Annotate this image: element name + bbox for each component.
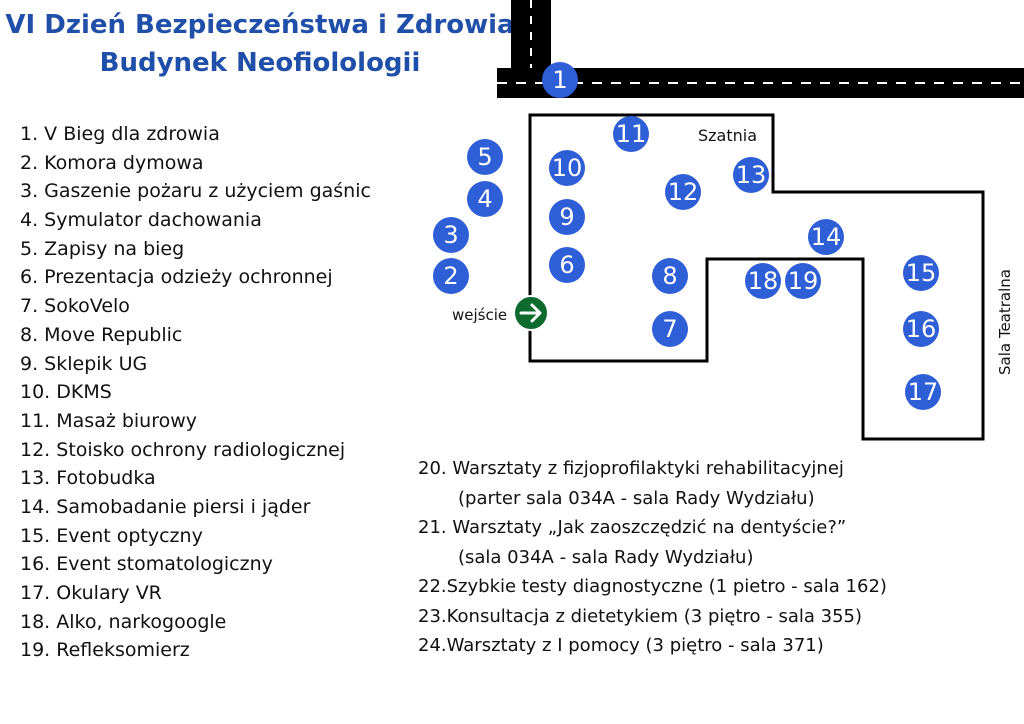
station-marker: 19 [785,263,821,299]
workshop-item: 24.Warsztaty z I pomocy (3 piętro - sala… [418,635,824,656]
workshop-item: (parter sala 034A - sala Rady Wydziału) [458,487,815,509]
legend-item: 14. Samobadanie piersi i jąder [20,495,311,518]
legend-item: 18. Alko, narkogoogle [20,610,227,633]
station-marker: 7 [652,311,688,347]
station-marker-circle [808,219,844,255]
legend-item: 16. Event stomatologiczny [20,553,273,576]
station-marker: 2 [433,258,469,294]
cloakroom-label: Szatnia [698,126,757,145]
station-marker-circle [785,263,821,299]
station-marker-number: 18 [748,267,779,295]
station-marker-number: 1 [552,66,567,94]
station-marker: 17 [905,374,941,410]
station-marker-circle [733,157,769,193]
station-legend: 1. V Bieg dla zdrowia 2. Komora dymowa 3. … [20,120,371,665]
legend-item: 13. Fotobudka [20,467,156,490]
station-marker-number: 16 [906,315,937,343]
station-marker: 5 [467,139,503,175]
station-marker: 16 [903,311,939,347]
legend-item: 12. Stoisko ochrony radiologicznej [20,438,346,461]
legend-item: 15. Event optyczny [20,524,203,547]
station-marker: 15 [903,255,939,291]
station-marker-number: 7 [662,315,677,343]
station-marker-number: 2 [443,262,458,290]
workshop-list: 20. Warsztaty z fizjoprofilaktyki rehabi… [418,454,887,661]
station-marker-circle [549,150,585,186]
station-marker: 14 [808,219,844,255]
station-marker-number: 5 [477,143,492,171]
station-marker-number: 17 [908,378,939,406]
station-marker-circle [549,199,585,235]
station-marker-number: 3 [443,221,458,249]
workshop-item: (sala 034A - sala Rady Wydziału) [458,546,754,568]
station-marker: 10 [549,150,585,186]
station-marker-circle [903,255,939,291]
building-outline [528,113,985,441]
legend-item: 11. Masaż biurowy [20,409,198,432]
station-marker-circle [542,62,578,98]
station-marker-circle [745,263,781,299]
station-marker: 3 [433,217,469,253]
station-marker-circle [467,139,503,175]
legend-item: 10. DKMS [20,381,112,404]
legend-item: 7. SokoVelo [20,295,130,318]
workshop-item: 22.Szybkie testy diagnostyczne (1 pietro… [418,576,887,597]
station-marker-circle [905,374,941,410]
station-marker-number: 19 [788,267,819,295]
station-marker-circle [665,174,701,210]
station-marker: 9 [549,199,585,235]
entrance-label: wejście [452,306,507,324]
station-marker-number: 6 [559,251,574,279]
station-marker-circle [433,217,469,253]
station-marker-number: 8 [662,262,677,290]
station-marker: 18 [745,263,781,299]
legend-item: 9. Sklepik UG [20,352,148,375]
station-marker: 12 [665,174,701,210]
station-marker-circle [903,311,939,347]
station-marker-number: 14 [811,223,842,251]
station-marker-circle [433,258,469,294]
station-marker-number: 4 [477,185,492,213]
legend-item: 17. Okulary VR [20,582,162,604]
theatre-hall-label: Sala Teatralna [996,269,1014,375]
entrance-icon [513,295,549,331]
workshop-item: 23.Konsultacja z dietetykiem (3 piętro -… [418,605,862,627]
station-marker-number: 15 [906,259,937,287]
station-marker: 6 [549,247,585,283]
station-marker: 4 [467,181,503,217]
station-marker-circle [549,247,585,283]
station-marker: 13 [733,157,769,193]
workshop-item: 21. Warsztaty „Jak zaoszczędzić na denty… [418,517,847,538]
station-marker-circle [652,258,688,294]
legend-item: 4. Symulator dachowania [20,209,262,232]
legend-item: 8. Move Republic [20,323,183,346]
station-marker: 8 [652,258,688,294]
legend-item: 6. Prezentacja odzieży ochronnej [20,266,333,289]
legend-item: 2. Komora dymowa [20,151,204,174]
station-marker-number: 13 [736,161,767,189]
station-marker-circle [652,311,688,347]
station-marker-circle [613,116,649,152]
legend-item: 19. Refleksomierz [20,639,190,662]
station-marker-number: 10 [552,154,583,182]
station-marker-circle [467,181,503,217]
station-marker-number: 12 [668,178,699,206]
workshop-item: 20. Warsztaty z fizjoprofilaktyki rehabi… [418,458,844,479]
legend-item: 5. Zapisy na bieg [20,237,185,260]
page-title: VI Dzień Bezpieczeństwa i Zdrowia [5,10,515,40]
page-subtitle: Budynek Neofiolologii [99,48,421,78]
legend-item: 3. Gaszenie pożaru z użyciem gaśnic [20,180,371,203]
station-marker: 1 [542,62,578,98]
station-marker-number: 9 [559,203,574,231]
station-marker: 11 [613,116,649,152]
legend-item: 1. V Bieg dla zdrowia [20,123,220,145]
station-marker-number: 11 [616,120,647,148]
